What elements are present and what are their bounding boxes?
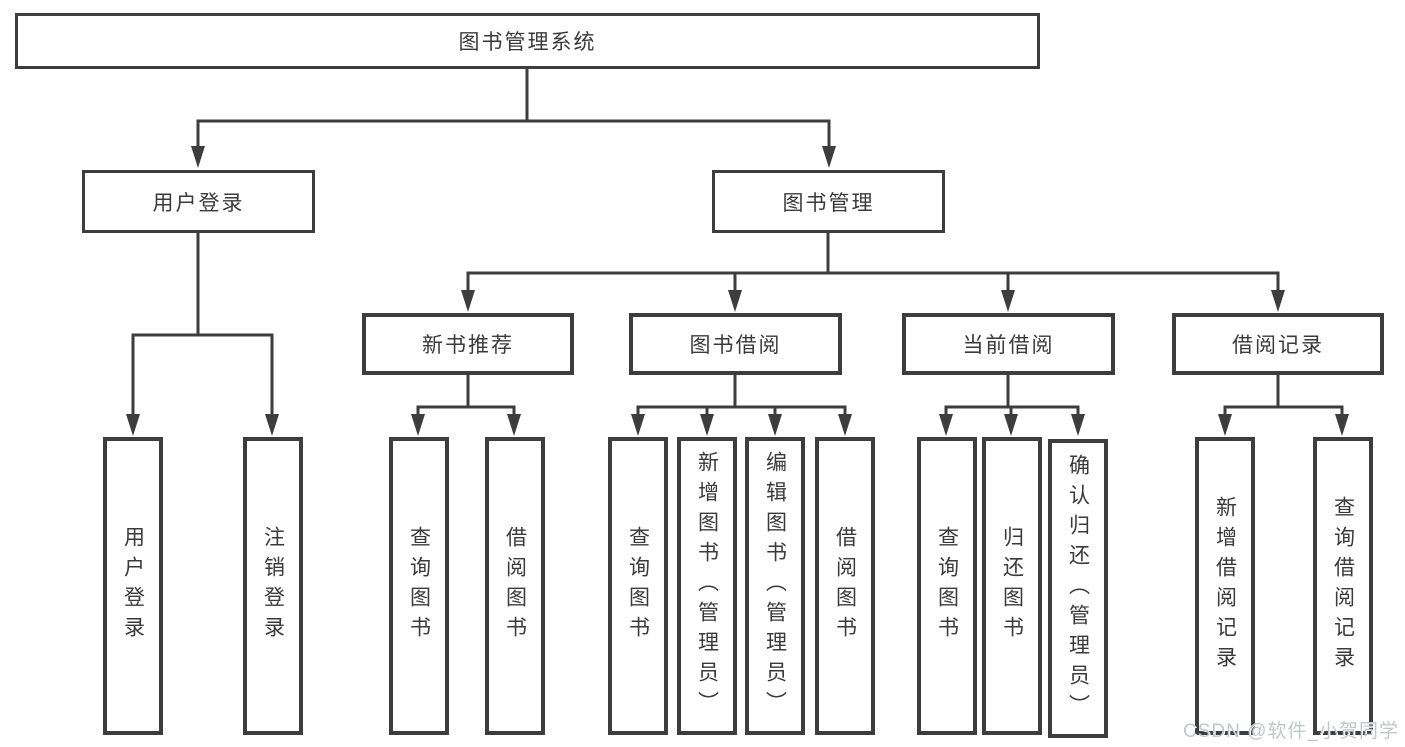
node-new-book-recommendation: 新书推荐: [362, 313, 574, 375]
node-leaf-add-books-admin: 新增图书（管理员）: [677, 437, 737, 735]
leaf-label: 借阅图书: [503, 526, 527, 646]
leaf-label: 编辑图书（管理员）: [763, 451, 787, 721]
leaf-label: 查询图书: [935, 526, 959, 646]
leaf-label: 查询借阅记录: [1331, 496, 1355, 676]
leaf-label: 归还图书: [1000, 526, 1024, 646]
node-leaf-query-books-2: 查询图书: [608, 437, 668, 735]
node-book-management-module: 图书管理: [712, 170, 945, 233]
leaf-label: 注销登录: [261, 526, 285, 646]
node-leaf-query-books-1: 查询图书: [389, 437, 449, 735]
node-leaf-logout: 注销登录: [243, 437, 303, 735]
node-user-login-module: 用户登录: [82, 170, 315, 233]
node-leaf-edit-books-admin: 编辑图书（管理员）: [745, 437, 805, 735]
leaf-label: 借阅图书: [833, 526, 857, 646]
node-library-management-system: 图书管理系统: [15, 13, 1040, 69]
node-leaf-query-borrow-record: 查询借阅记录: [1313, 437, 1373, 735]
node-leaf-borrow-books-2: 借阅图书: [815, 437, 875, 735]
leaf-label: 查询图书: [407, 526, 431, 646]
leaf-label: 确认归还（管理员）: [1066, 453, 1090, 724]
node-leaf-add-borrow-record: 新增借阅记录: [1195, 437, 1255, 735]
node-leaf-user-login: 用户登录: [103, 437, 163, 735]
leaf-label: 查询图书: [626, 526, 650, 646]
node-leaf-borrow-books-1: 借阅图书: [485, 437, 545, 735]
node-borrowing-records: 借阅记录: [1172, 313, 1384, 375]
node-book-borrowing: 图书借阅: [629, 313, 842, 375]
node-leaf-confirm-return-admin: 确认归还（管理员）: [1048, 439, 1108, 738]
node-leaf-return-books: 归还图书: [982, 437, 1042, 735]
leaf-label: 用户登录: [121, 526, 145, 646]
node-leaf-query-books-3: 查询图书: [917, 437, 977, 735]
csdn-watermark: CSDN @软件_小贺同学: [1183, 721, 1399, 742]
leaf-label: 新增图书（管理员）: [695, 451, 719, 721]
node-current-borrowing: 当前借阅: [902, 313, 1115, 375]
leaf-label: 新增借阅记录: [1213, 496, 1237, 676]
